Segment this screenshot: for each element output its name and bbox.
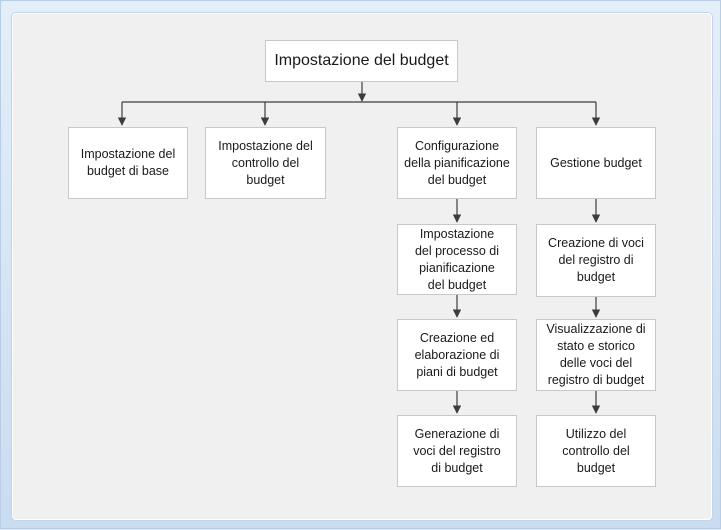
node-budget-control-usage: Utilizzo del controllo del budget: [536, 415, 656, 487]
node-register-entries-creation: Creazione di voci del registro di budget: [536, 224, 656, 297]
node-branch-budget-control: Impostazione del controllo del budget: [205, 127, 326, 199]
node-branch-basic-budget: Impostazione del budget di base: [68, 127, 188, 199]
node-budget-plans-creation: Creazione ed elaborazione di piani di bu…: [397, 319, 517, 391]
node-branch-budget-management: Gestione budget: [536, 127, 656, 199]
node-status-history-view: Visualizzazione di stato e storico delle…: [536, 319, 656, 391]
node-planning-process-setup: Impostazione del processo di pianificazi…: [397, 224, 517, 295]
node-branch-budget-planning: Configurazione della pianificazione del …: [397, 127, 517, 199]
node-root: Impostazione del budget: [265, 40, 458, 82]
node-register-entries-generation: Generazione di voci del registro di budg…: [397, 415, 517, 487]
